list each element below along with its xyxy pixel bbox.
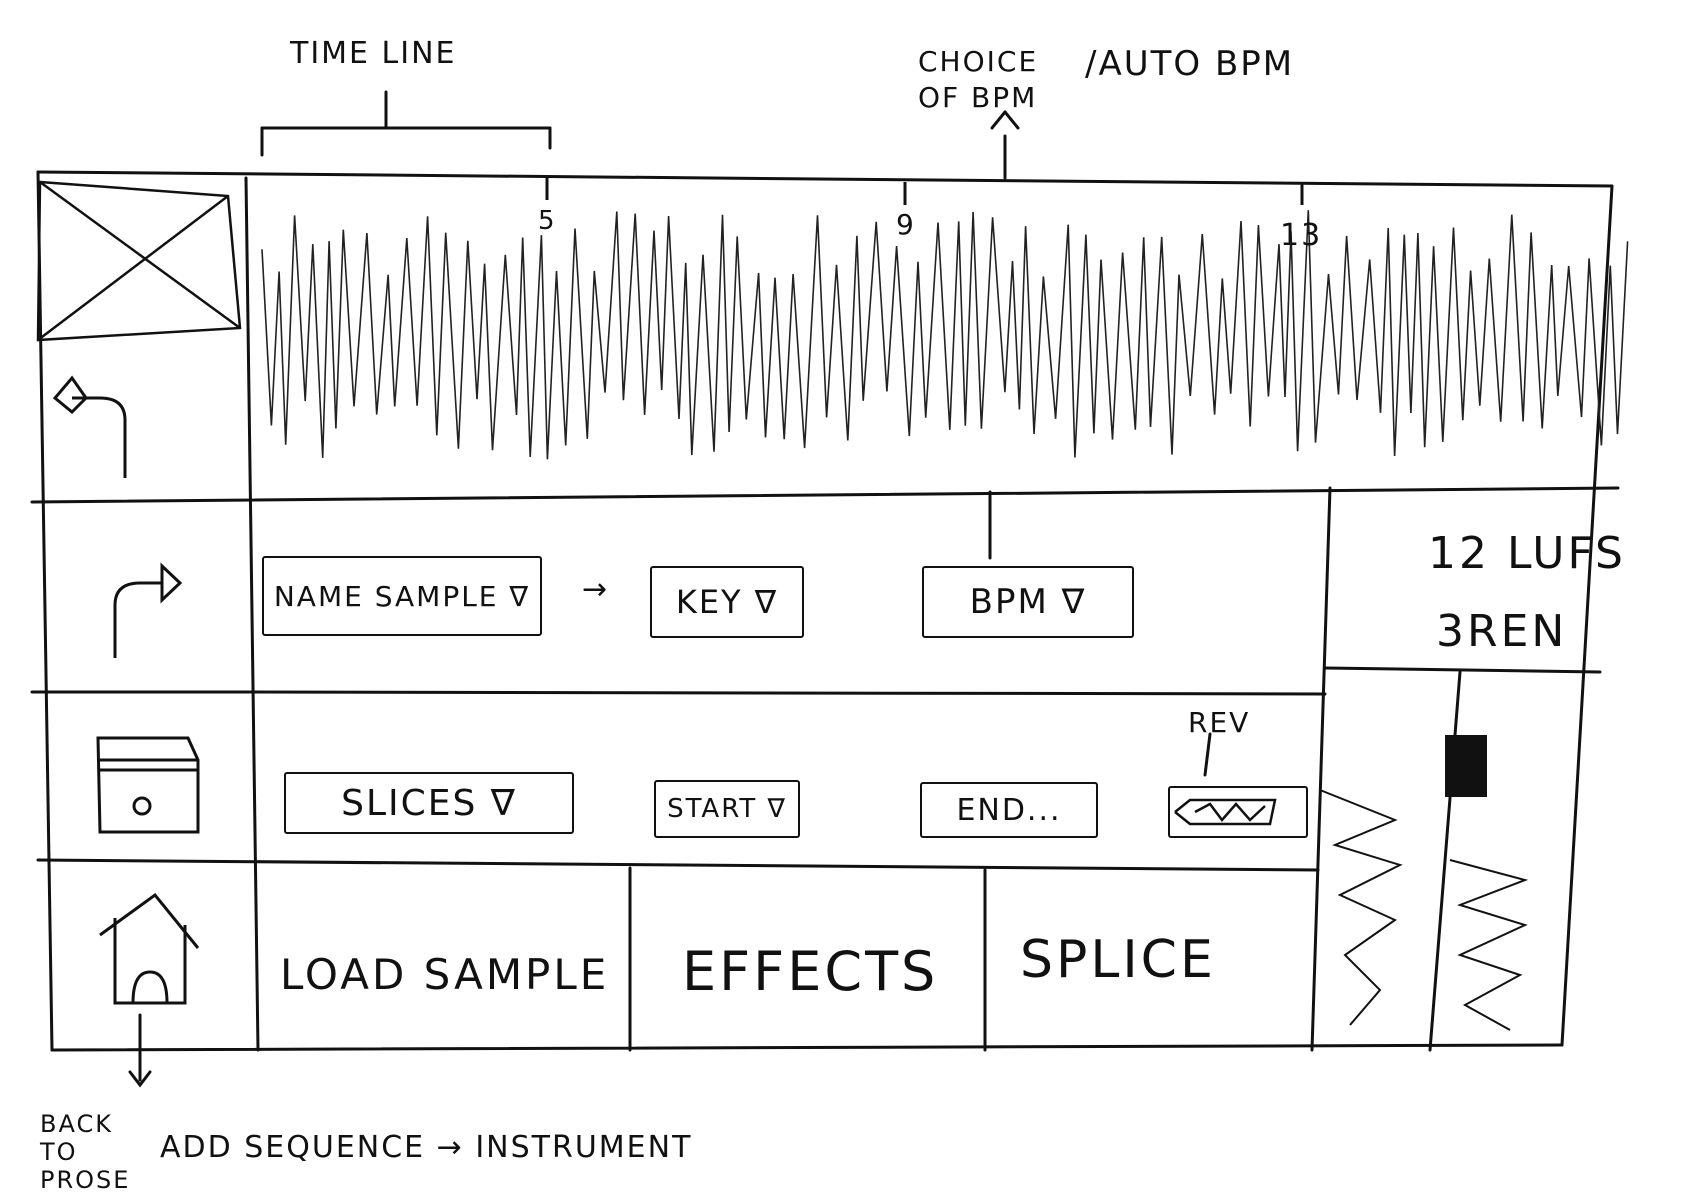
name-sample-dropdown[interactable]: NAME SAMPLE ∇ xyxy=(262,556,542,636)
waveform[interactable] xyxy=(261,210,1629,460)
timeline-marker: 13 xyxy=(1280,218,1323,253)
redo-icon[interactable] xyxy=(113,562,183,658)
save-icon[interactable] xyxy=(96,736,200,834)
image-placeholder-icon xyxy=(36,180,242,342)
flow-arrow: → xyxy=(582,572,610,607)
timeline-marker: 5 xyxy=(538,206,557,236)
level-meter-scribble xyxy=(1319,789,1529,1031)
undo-icon[interactable] xyxy=(52,375,127,478)
end-input[interactable]: END... xyxy=(920,782,1098,838)
home-icon[interactable] xyxy=(99,892,200,1005)
bpm-choice-annotation: CHOICE OF BPM xyxy=(918,45,1039,114)
rev-toggle-fill xyxy=(1174,798,1277,826)
rev-toggle[interactable] xyxy=(1168,786,1308,838)
lufs-readout: 12 LUFS xyxy=(1428,528,1626,579)
add-sequence-annotation: ADD SEQUENCE → INSTRUMENT xyxy=(160,1130,693,1165)
start-dropdown[interactable]: START ∇ xyxy=(654,780,800,838)
timeline-marker: 9 xyxy=(896,208,916,241)
splice-tab[interactable]: SPLICE xyxy=(1020,930,1216,990)
timeline-annotation: TIME LINE xyxy=(290,36,457,71)
load-sample-tab[interactable]: LOAD SAMPLE xyxy=(280,950,610,999)
effects-tab[interactable]: EFFECTS xyxy=(682,940,939,1003)
slices-dropdown[interactable]: SLICES ∇ xyxy=(284,772,574,834)
bpm-dropdown[interactable]: BPM ∇ xyxy=(922,566,1134,638)
ren-readout: 3REN xyxy=(1436,606,1568,657)
rev-annotation: REV xyxy=(1188,706,1251,739)
meter-fader-knob[interactable] xyxy=(1445,735,1487,797)
auto-bpm-annotation: /AUTO BPM xyxy=(1085,44,1295,84)
key-dropdown[interactable]: KEY ∇ xyxy=(650,566,804,638)
back-to-prose-annotation: BACK TO PROSE xyxy=(40,1110,131,1194)
